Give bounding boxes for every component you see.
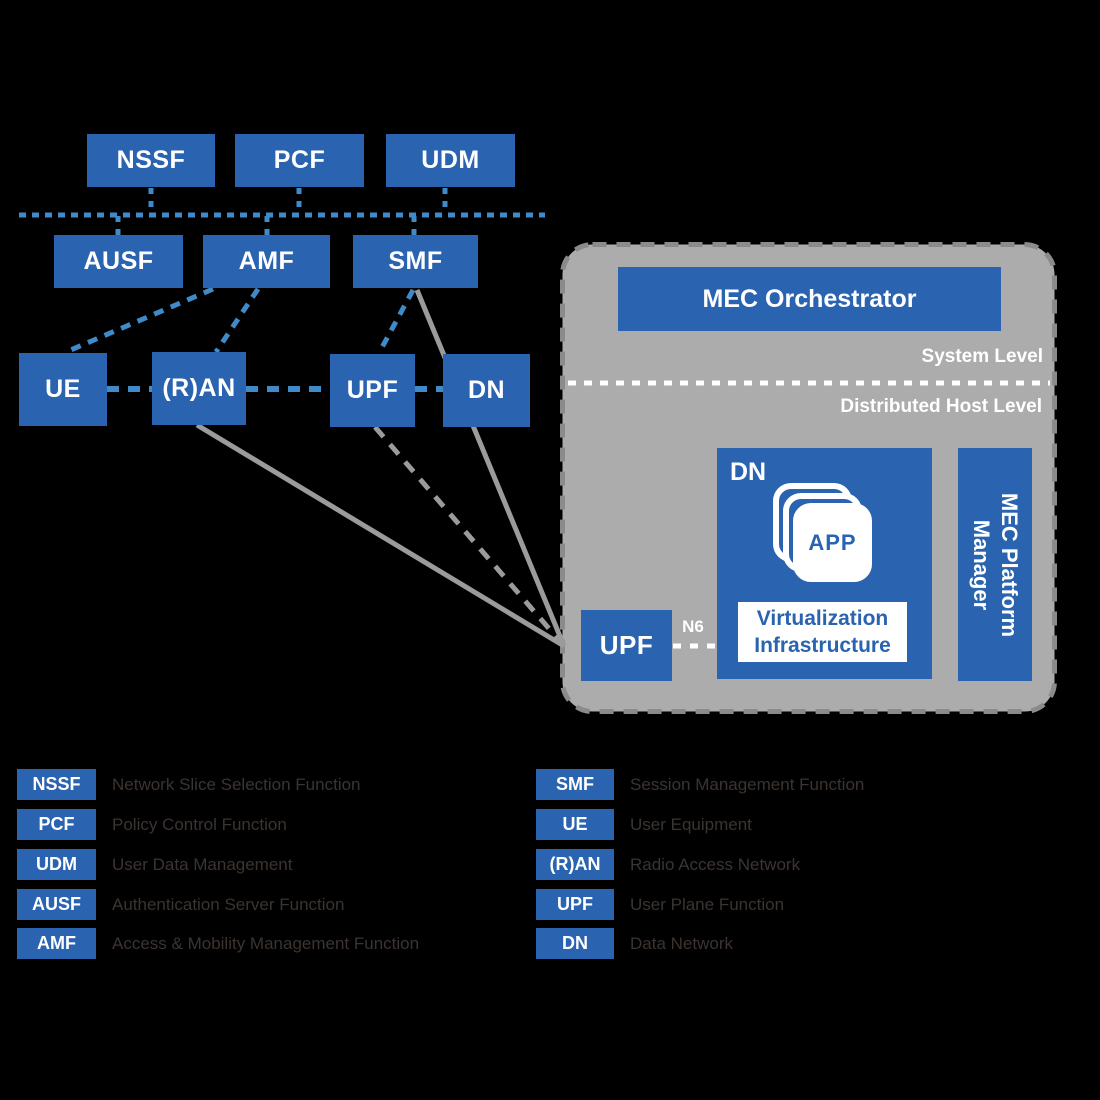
legend-badge-udm: UDM xyxy=(17,849,96,880)
legend-badge-amf: AMF xyxy=(17,928,96,959)
legend-badge-ausf: AUSF xyxy=(17,889,96,920)
mec-dn-label: DN xyxy=(730,458,767,486)
legend-name-pcf: Policy Control Function xyxy=(112,815,287,834)
legend-badge-ue: UE xyxy=(536,809,614,840)
system-level-label: System Level xyxy=(921,346,1043,367)
mec-orchestrator-box: MEC Orchestrator xyxy=(618,267,1001,331)
ran-mecupf-link xyxy=(195,422,566,649)
virtualization-infrastructure-box: Virtualization Infrastructure xyxy=(738,602,907,662)
virtualization-line1: Virtualization xyxy=(756,607,889,630)
legend-badge-ran: (R)AN xyxy=(536,849,614,880)
mec-platform-manager-box: MEC Platform Manager xyxy=(958,448,1032,681)
dn-node: DN xyxy=(443,354,530,427)
platform-manager-line1: MEC Platform xyxy=(997,492,1022,637)
upf-mecupf-link xyxy=(373,425,566,648)
smf-mecupf-link xyxy=(414,289,567,647)
legend-name-udm: User Data Management xyxy=(112,855,293,874)
legend-name-ue: User Equipment xyxy=(630,815,752,834)
amf-ue-link xyxy=(65,286,214,355)
legend-badge-pcf: PCF xyxy=(17,809,96,840)
app-card-front-icon: APP xyxy=(793,503,872,582)
distributed-host-level-label: Distributed Host Level xyxy=(840,396,1042,417)
legend-badge-smf: SMF xyxy=(536,769,614,800)
upf-node: UPF xyxy=(330,354,415,427)
nssf-node: NSSF xyxy=(87,134,215,187)
legend-name-nssf: Network Slice Selection Function xyxy=(112,775,361,794)
mec-platform-manager-label: MEC Platform Manager xyxy=(967,448,1023,681)
amf-ran-link xyxy=(213,287,261,354)
virtualization-line2: Infrastructure xyxy=(754,634,891,657)
legend-name-ran: Radio Access Network xyxy=(630,855,801,874)
legend-badge-dn: DN xyxy=(536,928,614,959)
legend-name-amf: Access & Mobility Management Function xyxy=(112,934,420,953)
n6-interface-label: N6 xyxy=(682,617,704,636)
mec-dn-box: DN APP Virtualization Infrastructure xyxy=(717,448,932,679)
legend-name-smf: Session Management Function xyxy=(630,775,865,794)
legend-name-upf: User Plane Function xyxy=(630,895,785,914)
legend-badge-nssf: NSSF xyxy=(17,769,96,800)
ue-node: UE xyxy=(19,353,107,426)
amf-node: AMF xyxy=(203,235,330,288)
legend-name-dn: Data Network xyxy=(630,934,733,953)
udm-node: UDM xyxy=(386,134,515,187)
ausf-node: AUSF xyxy=(54,235,183,288)
pcf-node: PCF xyxy=(235,134,364,187)
platform-manager-line2: Manager xyxy=(969,519,994,610)
legend-name-ausf: Authentication Server Function xyxy=(112,895,345,914)
legend-badge-upf: UPF xyxy=(536,889,614,920)
ran-node: (R)AN xyxy=(152,352,246,425)
smf-upf-link xyxy=(376,288,416,355)
smf-node: SMF xyxy=(353,235,478,288)
mec-upf-node: UPF xyxy=(581,610,672,681)
